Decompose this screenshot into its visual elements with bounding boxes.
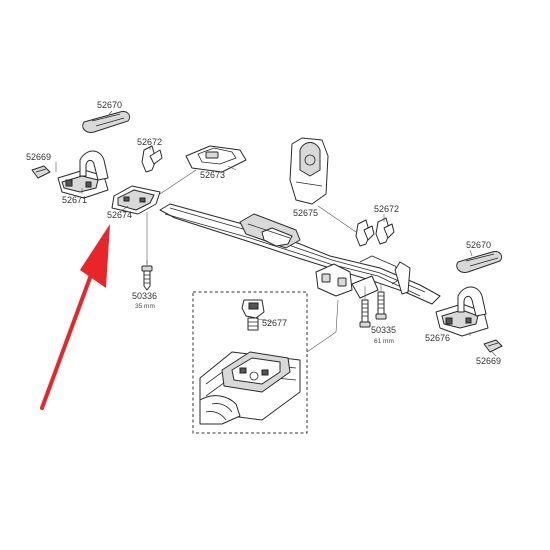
red-arrow [40, 224, 110, 410]
label-50336: 50336 [132, 291, 157, 301]
label-52671: 52671 [62, 195, 87, 205]
label-50335-size: 61 mm [374, 338, 394, 345]
detail-inset [192, 291, 339, 434]
label-52670-left: 52670 [97, 100, 122, 110]
bolt-50336 [141, 265, 153, 291]
label-52672-left: 52672 [137, 137, 162, 147]
label-52673: 52673 [200, 170, 225, 180]
bolt-50335-a [359, 299, 371, 328]
base-plate-52674 [111, 185, 161, 215]
label-52669-right: 52669 [476, 356, 501, 366]
left-ratchet-clamp-52671 [57, 150, 109, 199]
left-strap-pad-52670 [82, 111, 131, 133]
label-52670-right: 52670 [466, 240, 491, 250]
label-52676: 52676 [425, 333, 450, 343]
leader-lines [55, 110, 497, 357]
knob-52677 [241, 299, 265, 331]
bolt-50335-b [375, 291, 387, 320]
left-hook-52672 [141, 145, 163, 173]
right-hook-52672-a [355, 219, 375, 247]
label-52674: 52674 [107, 210, 132, 220]
label-52672-right: 52672 [374, 204, 399, 214]
adapter-plate-52673 [185, 145, 247, 173]
label-50336-size: 35 mm [135, 303, 155, 310]
label-50335: 50335 [371, 325, 396, 335]
fork-holder-52675 [289, 137, 329, 205]
label-52677: 52677 [262, 318, 287, 328]
right-hook-52672-b [375, 217, 395, 245]
right-strap-pad-52670 [456, 251, 503, 273]
right-clip-52669 [483, 339, 503, 353]
left-clip-52669 [31, 165, 51, 179]
right-ratchet-clamp-52676 [435, 286, 489, 337]
label-52669-left: 52669 [26, 152, 51, 162]
wheel-tray-bar [159, 203, 441, 305]
label-52675: 52675 [293, 208, 318, 218]
